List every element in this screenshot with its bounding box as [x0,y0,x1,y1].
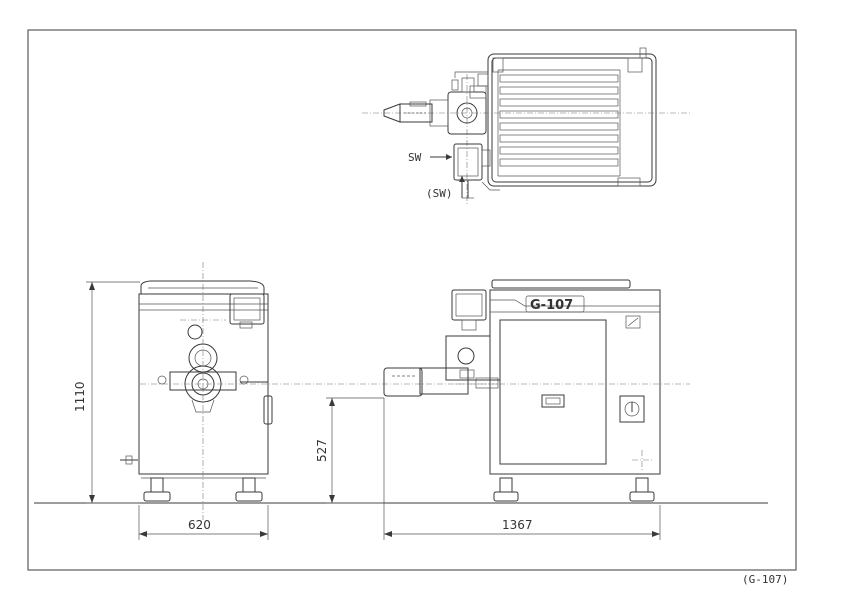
sw-paren-label: (SW) [426,187,453,200]
dimension-1367-label: 1367 [502,518,533,532]
front-view [120,262,500,520]
dimension-length-side: 1367 [383,398,661,540]
dimension-width-front: 620 [138,505,269,540]
dimension-height-outlet: 527 [315,397,384,504]
model-plate: G-107 [530,298,573,313]
top-view: SW (SW) [362,47,690,205]
dimension-620-label: 620 [188,518,211,532]
dimension-height-total: 1110 [73,281,140,504]
dimension-1110-label: 1110 [73,381,87,412]
drawing-frame [27,29,797,571]
sheet-code: (G-107) [742,573,788,586]
dimension-527-label: 527 [315,439,329,462]
sw-label: SW [408,151,422,164]
side-view: G-107 [383,279,690,502]
